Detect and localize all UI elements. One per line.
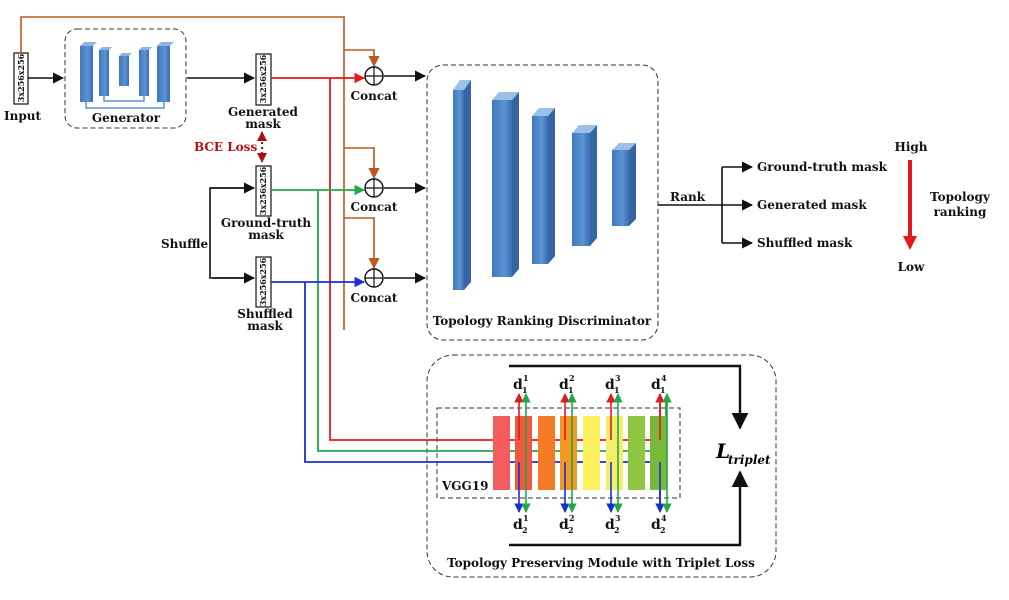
shuffled-mask-tensor: 3x256x256 [255,256,272,308]
discriminator-blocks [453,80,636,290]
triplet-loss-label: L triplet [715,439,771,467]
topology-module-box [426,354,777,578]
rank-label: Rank [670,190,706,204]
module-label: Topology Preserving Module with Triplet … [447,556,755,570]
output-gt-label: Ground-truth mask [757,160,888,174]
ranking-arrow [903,160,917,250]
gt-mask-label-1: Ground-truth [221,216,312,230]
generator-box [64,28,187,129]
d-bottom-4-base: d [651,517,661,533]
d-top-1-base: d [513,377,523,393]
concat-op-3 [364,268,384,288]
input-skip-line [20,16,380,330]
d-bottom-1-sub: 2 [522,525,528,535]
d-top-4-sub: 1 [660,385,666,395]
gt-mask-tensor: 3x256x256 [255,165,272,217]
feature-taps [514,393,672,513]
triplet-sub: triplet [728,453,771,467]
concat-op-1 [364,66,384,86]
concat-op-2 [364,178,384,198]
d-top-4-base: d [651,377,661,393]
d-bottom-4-sup: 4 [661,513,667,523]
d-bottom-labels: d 2 1 d 2 2 d 2 3 d 2 4 [513,513,667,535]
ranking-low-label: Low [898,260,925,274]
d-top-2-base: d [559,377,569,393]
gt-mask-size: 3x256x256 [258,166,268,215]
generator-unet [80,42,174,109]
triplet-bus [509,364,749,547]
d-bottom-3-sub: 2 [614,525,620,535]
shuffled-mask-label-1: Shuffled [237,307,293,321]
input-label: Input [4,109,41,123]
discriminator-label: Topology Ranking Discriminator [433,314,652,328]
d-bottom-1-sup: 1 [523,513,529,523]
shuffled-mask-size: 3x256x256 [258,257,268,306]
d-top-3-sub: 1 [614,385,620,395]
d-bottom-2-sup: 2 [569,513,575,523]
input-size: 3x256x256 [16,53,26,102]
input-tensor: 3x256x256 [13,52,29,105]
d-top-3-sup: 3 [615,373,621,383]
generated-mask-label-2: mask [245,117,281,131]
ranking-title-1: Topology [930,190,991,204]
concat-label-1: Concat [351,89,398,103]
shuffle-label: Shuffle [161,237,209,251]
concat-label-3: Concat [351,291,398,305]
d-bottom-2-sub: 2 [568,525,574,535]
d-top-1-sub: 1 [522,385,528,395]
d-top-labels: d 1 1 d 1 2 d 1 3 d 1 4 [513,373,667,395]
ranking-title-2: ranking [934,205,987,219]
d-bottom-3-sup: 3 [615,513,621,523]
vgg19-label: VGG19 [441,479,489,493]
black-arrows [28,70,754,284]
output-generated-label: Generated mask [757,198,867,212]
ranking-high-label: High [894,140,927,154]
d-bottom-1-base: d [513,517,523,533]
vgg19-box [436,407,681,499]
generated-mask-size: 3x256x256 [258,54,268,103]
d-top-1-sup: 1 [523,373,529,383]
output-shuffled-label: Shuffled mask [757,236,853,250]
d-top-2-sup: 2 [569,373,575,383]
generated-mask-label-1: Generated [228,105,299,119]
d-bottom-4-sub: 2 [660,525,666,535]
discriminator-box [426,64,659,341]
generated-mask-tensor: 3x256x256 [255,53,272,106]
bce-loss-label: BCE Loss [194,140,257,154]
d-top-4-sup: 4 [661,373,667,383]
concat-label-2: Concat [351,200,398,214]
gt-mask-label-2: mask [248,228,284,242]
d-bottom-3-base: d [605,517,615,533]
d-top-2-sub: 1 [568,385,574,395]
d-bottom-2-base: d [559,517,569,533]
d-top-3-base: d [605,377,615,393]
triplet-L: L [715,439,730,463]
shuffled-mask-label-2: mask [247,319,283,333]
generator-label: Generator [92,111,161,125]
